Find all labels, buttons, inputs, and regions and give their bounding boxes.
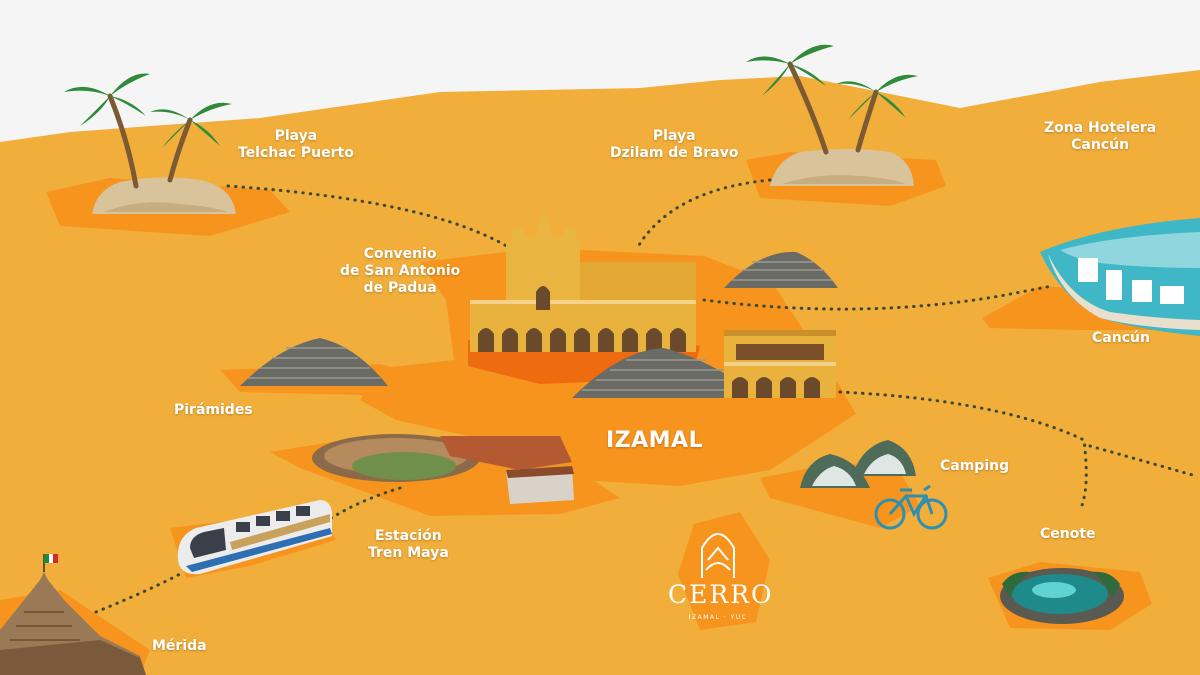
logo-name: CERRO <box>668 580 774 609</box>
label-playa-telchac: Playa Telchac Puerto <box>238 128 354 161</box>
convent-icon <box>470 214 696 352</box>
region-camping <box>760 462 920 528</box>
pyramid-icon <box>724 251 838 288</box>
pyramid-icon <box>572 348 760 398</box>
label-cancun: Cancún <box>1092 330 1150 346</box>
cerro-logo-icon <box>701 533 735 578</box>
label-merida: Mérida <box>152 638 207 654</box>
monument-icon <box>0 554 146 675</box>
tent-icon <box>800 440 916 488</box>
label-cenote: Cenote <box>1040 526 1096 542</box>
label-zona-hotelera: Zona Hotelera Cancún <box>1044 120 1157 153</box>
palm-beach-icon <box>64 73 236 214</box>
pyramid-icon <box>240 338 388 386</box>
cenote-icon <box>1000 568 1124 624</box>
route-dzilam <box>634 178 772 252</box>
logo-subtitle: IZAMAL · YUC <box>688 614 748 621</box>
route-telchac <box>226 184 512 250</box>
label-camping: Camping <box>940 458 1010 474</box>
mexico-flag <box>44 554 58 563</box>
palm-beach-icon <box>746 44 918 186</box>
region-logo <box>678 512 770 630</box>
label-convento: Convenio de San Antonio de Padua <box>340 246 461 296</box>
station-icon <box>312 434 574 504</box>
route-train <box>326 486 402 522</box>
label-piramides: Pirámides <box>174 402 253 418</box>
label-estacion: Estación Tren Maya <box>368 528 449 561</box>
cerro-logo: CERRO IZAMAL · YUC <box>668 522 774 632</box>
label-izamal: IZAMAL <box>606 428 704 453</box>
route-cenote <box>838 390 1088 512</box>
label-playa-dzilam: Playa Dzilam de Bravo <box>610 128 739 161</box>
route-merida <box>94 572 182 614</box>
bicycle-icon <box>874 484 948 530</box>
coast-icon <box>1040 218 1200 336</box>
train-icon <box>177 500 332 575</box>
route-east <box>1088 444 1198 478</box>
building-icon <box>724 330 836 398</box>
